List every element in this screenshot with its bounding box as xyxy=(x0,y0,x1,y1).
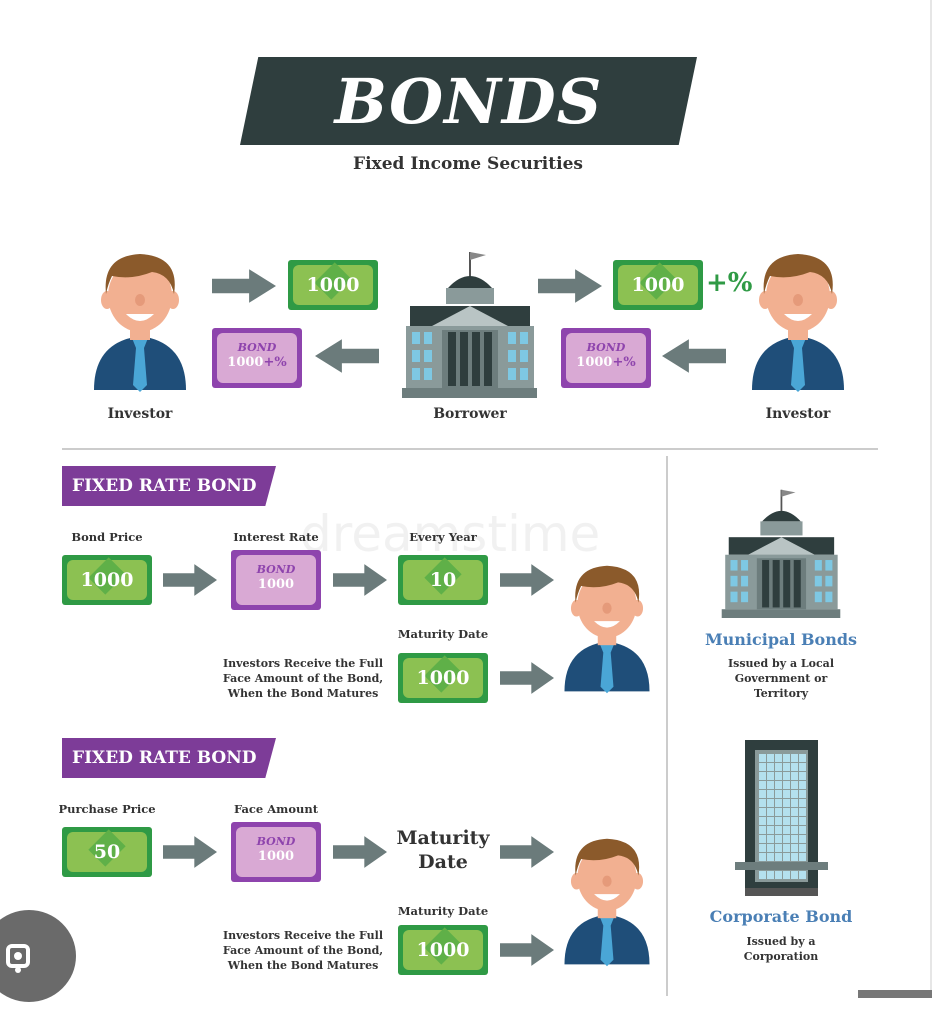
investor-left-figure xyxy=(92,250,188,395)
arrow-right-icon xyxy=(163,563,217,597)
money-note: 1000 xyxy=(288,260,378,310)
scroll-indicator[interactable] xyxy=(858,990,932,998)
vertical-divider xyxy=(666,456,668,996)
maturity-note: 1000 xyxy=(398,925,488,975)
section-title-fixed-rate-bond-2: FIXED RATE BOND xyxy=(62,738,276,778)
arrow-right-icon xyxy=(500,661,554,695)
bond-price-note: 1000 xyxy=(62,555,152,605)
investor-figure xyxy=(562,562,652,696)
every-year-note: 10 xyxy=(398,555,488,605)
right-edge-line xyxy=(930,0,932,990)
money-note: 1000 xyxy=(613,260,703,310)
arrow-right-icon xyxy=(333,835,387,869)
investor-left-label: Investor xyxy=(107,406,173,422)
investor-figure xyxy=(562,835,652,969)
borrower-label: Borrower xyxy=(433,406,507,422)
watermark: dreamstime xyxy=(300,505,601,563)
arrow-left-icon xyxy=(662,338,726,374)
arrow-left-icon xyxy=(315,338,379,374)
investor-right-figure xyxy=(750,250,846,395)
interest-plus-percent: +% xyxy=(706,268,753,298)
interest-rate-label: Interest Rate xyxy=(233,530,319,544)
maturity-note: 1000 xyxy=(398,653,488,703)
investor-right-label: Investor xyxy=(765,406,831,422)
municipal-building xyxy=(720,488,842,618)
arrow-right-icon xyxy=(500,933,554,967)
purchase-price-note: 50 xyxy=(62,827,152,877)
arrow-right-icon xyxy=(333,563,387,597)
face-amount-label: Face Amount xyxy=(233,802,319,816)
municipal-bonds-title: Municipal Bonds xyxy=(704,630,858,649)
horizontal-divider xyxy=(62,448,878,450)
camera-search-icon xyxy=(6,944,30,973)
page-subtitle: Fixed Income Securities xyxy=(353,154,583,174)
corporate-bond-title: Corporate Bond xyxy=(709,907,853,926)
title-banner: BONDS xyxy=(240,57,697,145)
arrow-right-icon xyxy=(538,268,602,304)
section-title-fixed-rate-bond: FIXED RATE BOND xyxy=(62,466,276,506)
arrow-right-icon xyxy=(500,835,554,869)
arrow-right-icon xyxy=(212,268,276,304)
lens-search-button[interactable] xyxy=(0,910,76,1002)
purchase-price-label: Purchase Price xyxy=(58,802,156,816)
page-title: BONDS xyxy=(334,64,603,138)
bond-price-label: Bond Price xyxy=(71,530,143,544)
maturity-date-label: Maturity Date xyxy=(397,627,489,641)
arrow-right-icon xyxy=(163,835,217,869)
arrow-right-icon xyxy=(500,563,554,597)
maturity-date-label: Maturity Date xyxy=(397,904,489,918)
every-year-label: Every Year xyxy=(409,530,477,544)
borrower-building xyxy=(402,250,537,398)
corporate-tower xyxy=(735,740,828,896)
